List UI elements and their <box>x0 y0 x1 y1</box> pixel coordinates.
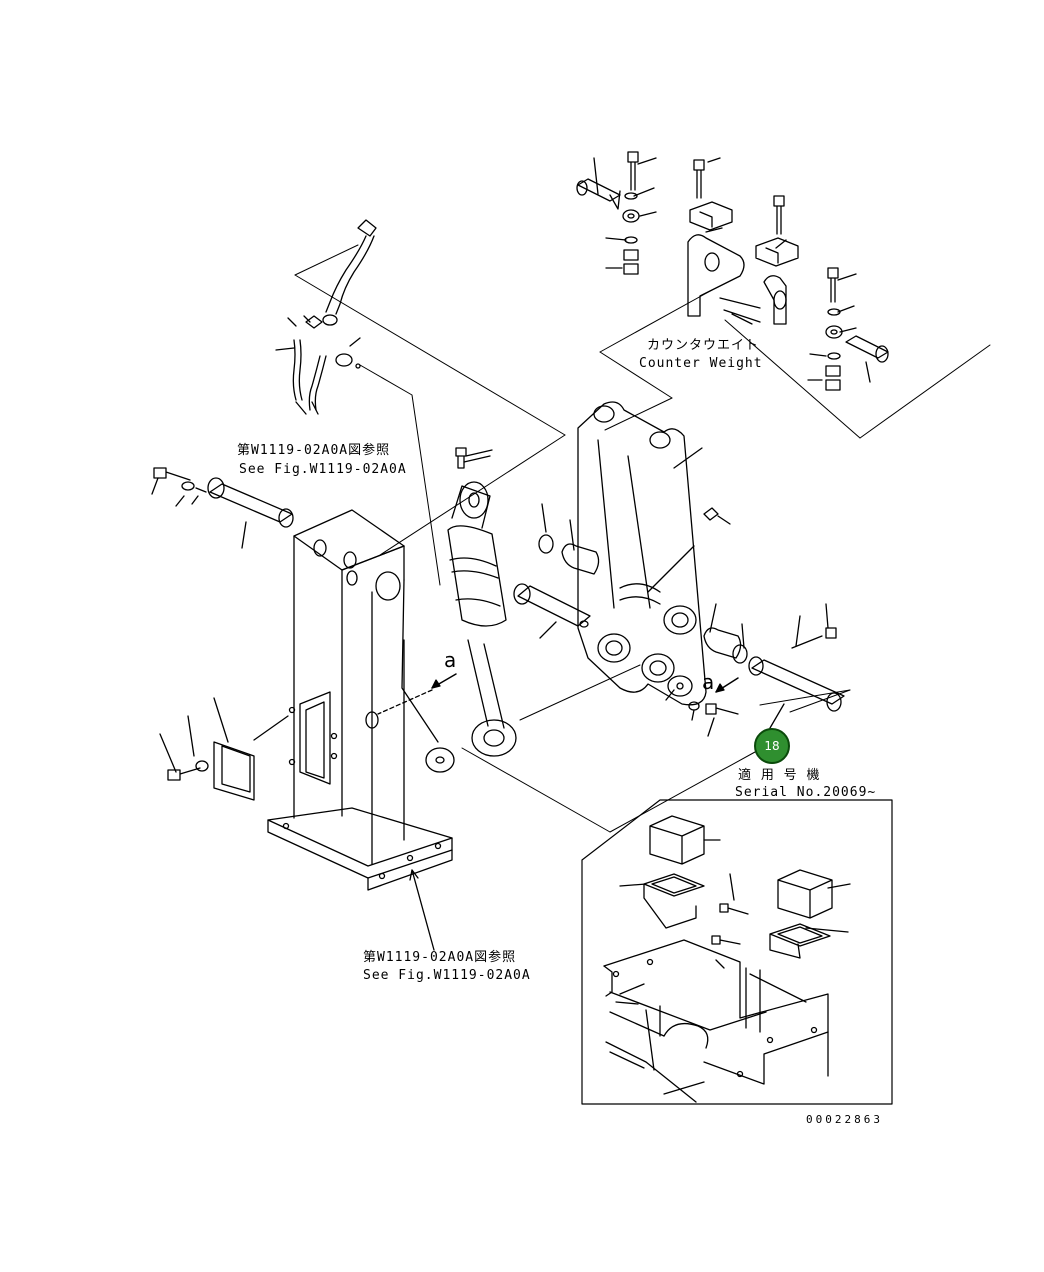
arrow-a <box>377 673 739 715</box>
ref-label-top-jp: 第W1119-02A0A図参照 <box>237 443 391 458</box>
boundary-lines <box>294 244 991 833</box>
inset-detail <box>581 799 893 1105</box>
callout-18-button[interactable]: 18 <box>754 728 790 764</box>
ref-label-top-en: See Fig.W1119-02A0A <box>239 462 407 477</box>
hose-assembly <box>275 219 377 415</box>
hydraulic-cylinder <box>447 455 517 757</box>
boom-column <box>267 509 455 951</box>
lift-arm <box>577 401 707 706</box>
drawing-number: 00022863 <box>806 1113 883 1126</box>
cover-plate <box>159 697 289 801</box>
ref-label-bottom-jp: 第W1119-02A0A図参照 <box>363 950 517 965</box>
ref-label-bottom-en: See Fig.W1119-02A0A <box>363 968 531 983</box>
counterweight-assembly <box>576 151 889 391</box>
counterweight-label-en: Counter Weight <box>639 356 763 371</box>
counterweight-label-jp: カウンタウエイト <box>647 338 760 353</box>
right-pin <box>748 603 845 729</box>
serial-label-jp: 適 用 号 機 <box>738 768 821 783</box>
mark-a-right: a <box>702 670 715 694</box>
bushings <box>513 503 748 737</box>
serial-label-en: Serial No.20069~ <box>735 785 877 800</box>
mark-a-left: a <box>444 648 457 672</box>
left-pin <box>151 467 294 549</box>
